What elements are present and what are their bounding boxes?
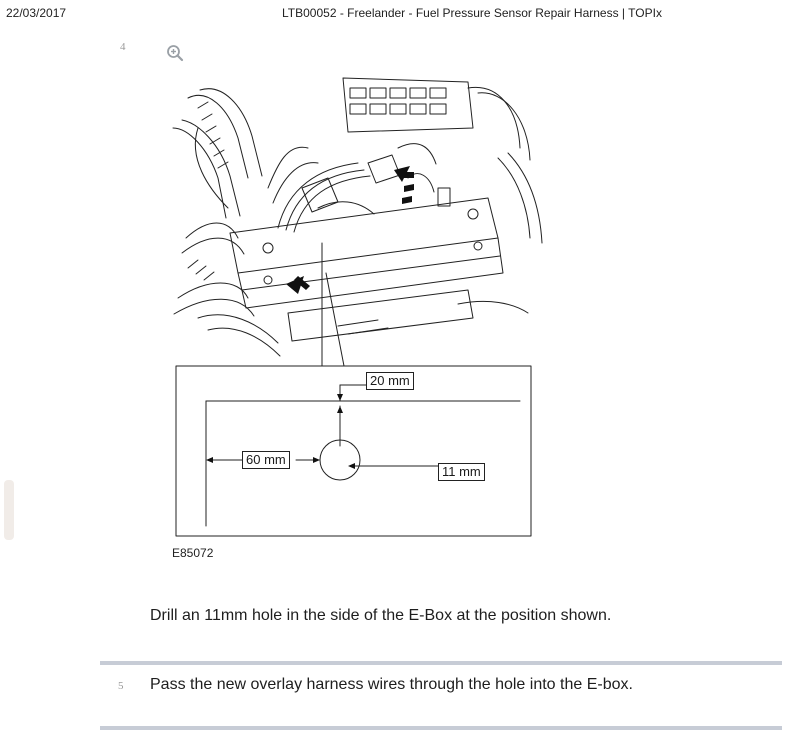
- figure-code: E85072: [172, 546, 214, 560]
- dimension-label-hole: 11 mm: [438, 463, 485, 481]
- dimension-label-top: 20 mm: [366, 372, 414, 390]
- print-date: 22/03/2017: [6, 6, 67, 20]
- step-number: 5: [118, 680, 124, 692]
- page-title: LTB00052 - Freelander - Fuel Pressure Se…: [282, 6, 662, 20]
- step-divider: [100, 661, 782, 665]
- step-5-text: Pass the new overlay harness wires throu…: [150, 676, 633, 693]
- scan-smudge: [4, 480, 14, 540]
- step-number: 4: [120, 41, 126, 53]
- zoom-in-icon[interactable]: [166, 44, 184, 62]
- dimension-label-left: 60 mm: [242, 451, 290, 469]
- step-divider: [100, 726, 782, 730]
- e-box-illustration: [172, 77, 543, 537]
- step-4-text: Drill an 11mm hole in the side of the E-…: [150, 607, 612, 624]
